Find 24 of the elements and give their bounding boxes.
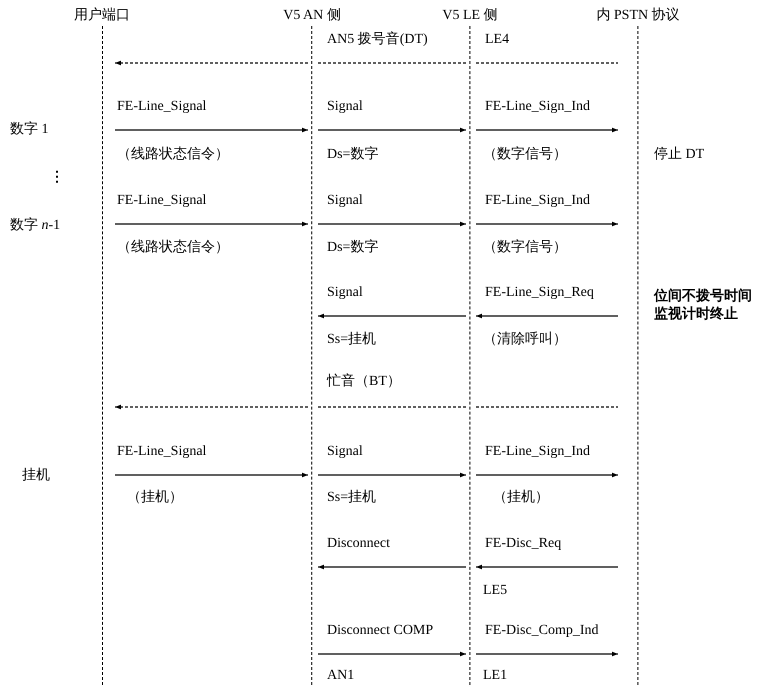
edge-label: AN5 拨号音(DT): [327, 31, 428, 49]
arrow: [476, 652, 618, 656]
edge-label: Signal: [327, 98, 363, 116]
arrow: [476, 314, 618, 318]
lifeline-header: V5 LE 侧: [442, 7, 498, 25]
lifeline-header: 内 PSTN 协议: [596, 6, 680, 25]
edge-label: FE-Disc_Comp_Ind: [485, 622, 599, 640]
lifeline-header: 用户端口: [74, 6, 130, 25]
edge-label: FE-Line_Signal: [117, 192, 206, 210]
edge-label: FE-Disc_Req: [485, 535, 562, 553]
edge-label: FE-Line_Sign_Ind: [485, 443, 590, 461]
edge-label: Signal: [327, 443, 363, 461]
arrow: [476, 564, 618, 570]
arrow: [476, 222, 618, 226]
edge-label: FE-Line_Sign_Req: [485, 284, 594, 302]
edge-label: FE-Line_Signal: [117, 443, 206, 461]
lifeline-header: V5 AN 侧: [283, 7, 341, 25]
arrow: [476, 128, 618, 132]
edge-label: FE-Line_Sign_Ind: [485, 192, 590, 210]
edge-label: Signal: [327, 192, 363, 210]
edge-label: FE-Line_Signal: [117, 98, 206, 116]
edge-label: FE-Line_Sign_Ind: [485, 98, 590, 116]
arrow: [476, 472, 618, 478]
edge-label: Signal: [327, 284, 363, 302]
